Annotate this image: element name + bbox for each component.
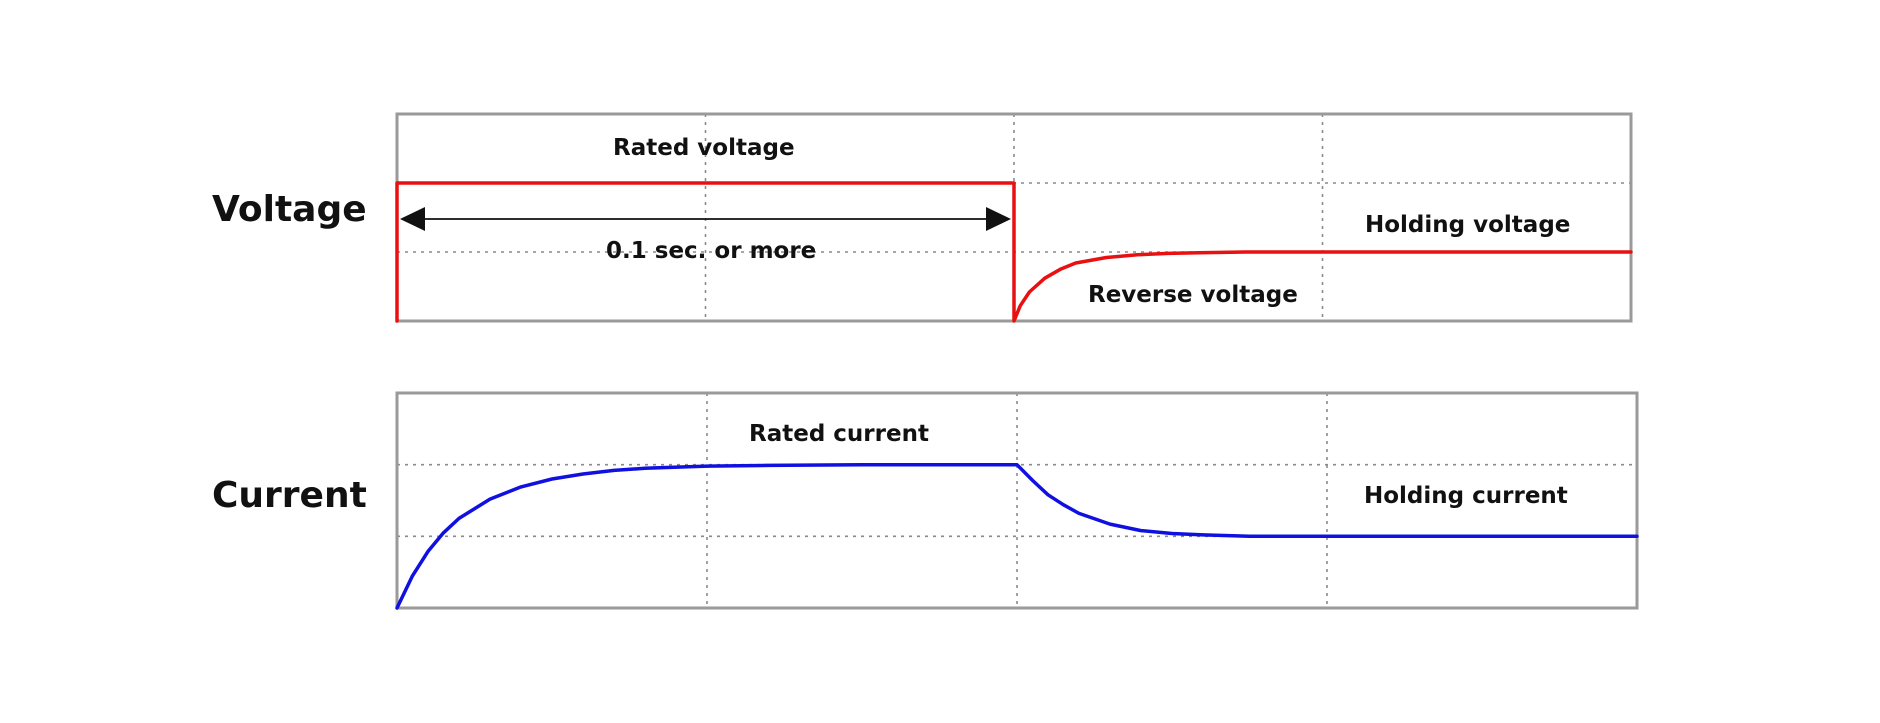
- voltage-trace: [395, 181, 1633, 323]
- current-panel: [395, 391, 1639, 610]
- rated-current-label: Rated current: [749, 421, 929, 447]
- holding-voltage-label: Holding voltage: [1365, 212, 1570, 238]
- voltage-row-label: Voltage: [212, 189, 367, 230]
- holding-current-label: Holding current: [1364, 483, 1568, 509]
- current-row-label: Current: [212, 475, 367, 516]
- duration-arrow-left-head: [400, 207, 425, 231]
- rated-voltage-label: Rated voltage: [613, 135, 795, 161]
- plot-frame: [395, 391, 1639, 610]
- reverse-voltage-label: Reverse voltage: [1088, 282, 1298, 308]
- duration-arrow-right-head: [986, 207, 1011, 231]
- duration-label: 0.1 sec. or more: [606, 238, 816, 264]
- current-trace: [395, 462, 1639, 610]
- voltage-panel: [395, 112, 1633, 323]
